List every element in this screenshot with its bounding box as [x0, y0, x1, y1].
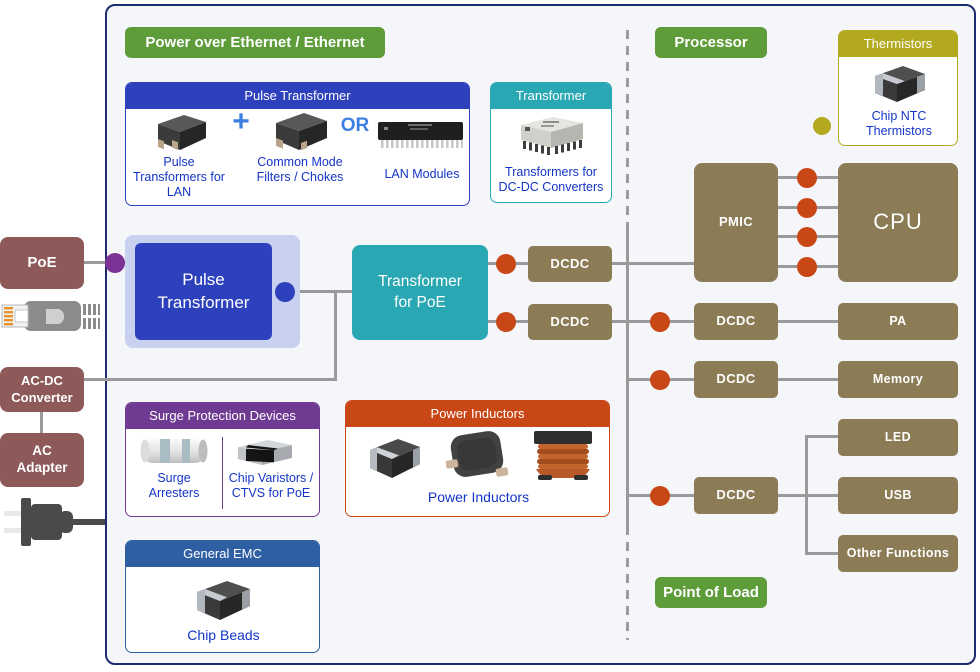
block-dcdc-2: DCDC — [528, 304, 612, 340]
junction-dot-olive-thermistor — [813, 117, 831, 135]
connector-acdc-adapter-line — [40, 411, 43, 433]
ethernet-cable-icon — [0, 296, 100, 336]
block-pa: PA — [838, 303, 958, 340]
link-power-inductors[interactable]: Power Inductors — [427, 489, 530, 505]
block-pulse-transformer-label: Pulse Transformer — [157, 270, 250, 312]
badge-point-of-load-label: Point of Load — [663, 584, 759, 601]
power-plug-icon — [2, 494, 105, 550]
or-operator: OR — [340, 115, 370, 136]
block-poe: PoE — [0, 237, 84, 289]
connector-acdc-horizontal-line — [84, 378, 337, 381]
common-mode-filter-chip-icon — [266, 109, 332, 153]
block-other-functions-label: Other Functions — [846, 546, 950, 561]
link-lan-modules[interactable]: LAN Modules — [384, 167, 460, 181]
junction-dot-red-4 — [650, 370, 670, 390]
connector-other-line — [805, 552, 838, 555]
junction-dot-red-7 — [797, 198, 817, 218]
chip-varistor-icon — [234, 437, 296, 467]
block-ac-adapter: AC Adapter — [0, 433, 84, 487]
box-general-emc-header: General EMC — [126, 541, 319, 567]
block-other-functions: Other Functions — [838, 535, 958, 572]
connector-pt-to-poetransformer-line — [290, 290, 352, 293]
power-inductor-molded-icon — [438, 427, 516, 483]
link-pulse-transformers-for-lan[interactable]: Pulse Transformers for LAN — [133, 155, 225, 199]
block-dcdc-4: DCDC — [694, 361, 778, 398]
power-inductor-chip-icon — [362, 433, 424, 481]
block-ac-adapter-label: AC Adapter — [16, 443, 68, 475]
dcdc-transformer-icon — [513, 113, 591, 161]
block-usb-label: USB — [884, 488, 912, 503]
junction-dot-red-1 — [496, 254, 516, 274]
box-general-emc: General EMC Chip Beads — [125, 540, 320, 653]
block-dcdc-5: DCDC — [694, 477, 778, 514]
block-dcdc-3-label: DCDC — [716, 313, 756, 329]
block-dcdc-4-label: DCDC — [716, 371, 756, 387]
block-cpu-label: CPU — [873, 209, 923, 235]
block-led-label: LED — [884, 430, 912, 445]
block-usb: USB — [838, 477, 958, 514]
connector-dcdc-pa-line — [777, 320, 838, 323]
block-pa-label: PA — [889, 314, 907, 329]
box-thermistors-header: Thermistors — [839, 31, 957, 57]
block-acdc-converter-label: AC-DC Converter — [11, 373, 73, 405]
pulse-transformer-chip-icon — [148, 111, 210, 153]
lan-module-icon — [376, 119, 466, 151]
box-power-inductors-header: Power Inductors — [346, 401, 609, 427]
block-dcdc-5-label: DCDC — [716, 487, 756, 503]
block-cpu: CPU — [838, 163, 958, 282]
badge-power-over-ethernet: Power over Ethernet / Ethernet — [125, 27, 385, 58]
link-chip-beads[interactable]: Chip Beads — [187, 627, 260, 643]
block-led: LED — [838, 419, 958, 456]
block-transformer-for-poe: Transformer for PoE — [352, 245, 488, 340]
badge-point-of-load: Point of Load — [655, 577, 767, 608]
surge-arrester-icon — [138, 435, 210, 467]
junction-dot-red-2 — [496, 312, 516, 332]
link-surge-arresters[interactable]: Surge Arresters — [148, 471, 200, 500]
block-memory: Memory — [838, 361, 958, 398]
junction-dot-blue-top — [275, 282, 295, 302]
chip-bead-icon — [188, 575, 258, 623]
block-pulse-transformer: Pulse Transformer — [135, 243, 272, 340]
power-rail-line — [626, 225, 629, 533]
block-dcdc-1: DCDC — [528, 246, 612, 282]
box-transformer-components: Transformer Transformers for DC-DC Conve… — [490, 82, 612, 203]
junction-dot-purple — [105, 253, 125, 273]
junction-dot-red-9 — [797, 257, 817, 277]
block-dcdc-2-label: DCDC — [550, 313, 590, 329]
connector-branch-vertical-line — [805, 435, 808, 555]
badge-processor: Processor — [655, 27, 767, 58]
link-transformers-for-dcdc[interactable]: Transformers for DC-DC Converters — [498, 165, 604, 194]
connector-acdc-vertical-line — [334, 290, 337, 381]
badge-processor-label: Processor — [674, 34, 748, 51]
connector-dcdc-memory-line — [777, 378, 838, 381]
block-dcdc-3: DCDC — [694, 303, 778, 340]
link-chip-varistors-ctvs[interactable]: Chip Varistors / CTVS for PoE — [228, 471, 314, 500]
block-pmic: PMIC — [694, 163, 778, 282]
block-poe-label: PoE — [27, 253, 57, 271]
box-thermistors: Thermistors Chip NTC Thermistors — [838, 30, 958, 146]
box-pulse-transformer-components: Pulse Transformer Pulse Transformers for… — [125, 82, 470, 206]
surge-box-divider — [222, 437, 223, 509]
block-transformer-for-poe-label: Transformer for PoE — [378, 273, 462, 311]
junction-dot-red-6 — [797, 168, 817, 188]
box-surge-protection: Surge Protection Devices Surge Arresters — [125, 402, 320, 517]
block-acdc-converter: AC-DC Converter — [0, 367, 84, 412]
junction-dot-red-8 — [797, 227, 817, 247]
ntc-thermistor-chip-icon — [867, 61, 931, 105]
link-chip-ntc-thermistors[interactable]: Chip NTC Thermistors — [866, 109, 932, 138]
junction-dot-red-5 — [650, 486, 670, 506]
box-pulse-transformer-header: Pulse Transformer — [126, 83, 469, 109]
power-inductor-wirewound-icon — [530, 429, 596, 481]
block-memory-label: Memory — [872, 372, 924, 387]
block-pmic-label: PMIC — [718, 214, 754, 230]
link-common-mode-filters-chokes[interactable]: Common Mode Filters / Chokes — [256, 155, 344, 184]
box-power-inductors: Power Inductors — [345, 400, 610, 517]
box-surge-protection-header: Surge Protection Devices — [126, 403, 319, 429]
junction-dot-red-3 — [650, 312, 670, 332]
connector-led-line — [805, 435, 838, 438]
box-transformer-header: Transformer — [491, 83, 611, 109]
plus-operator: + — [232, 105, 250, 138]
block-dcdc-1-label: DCDC — [550, 255, 590, 271]
badge-power-over-ethernet-label: Power over Ethernet / Ethernet — [145, 34, 365, 51]
